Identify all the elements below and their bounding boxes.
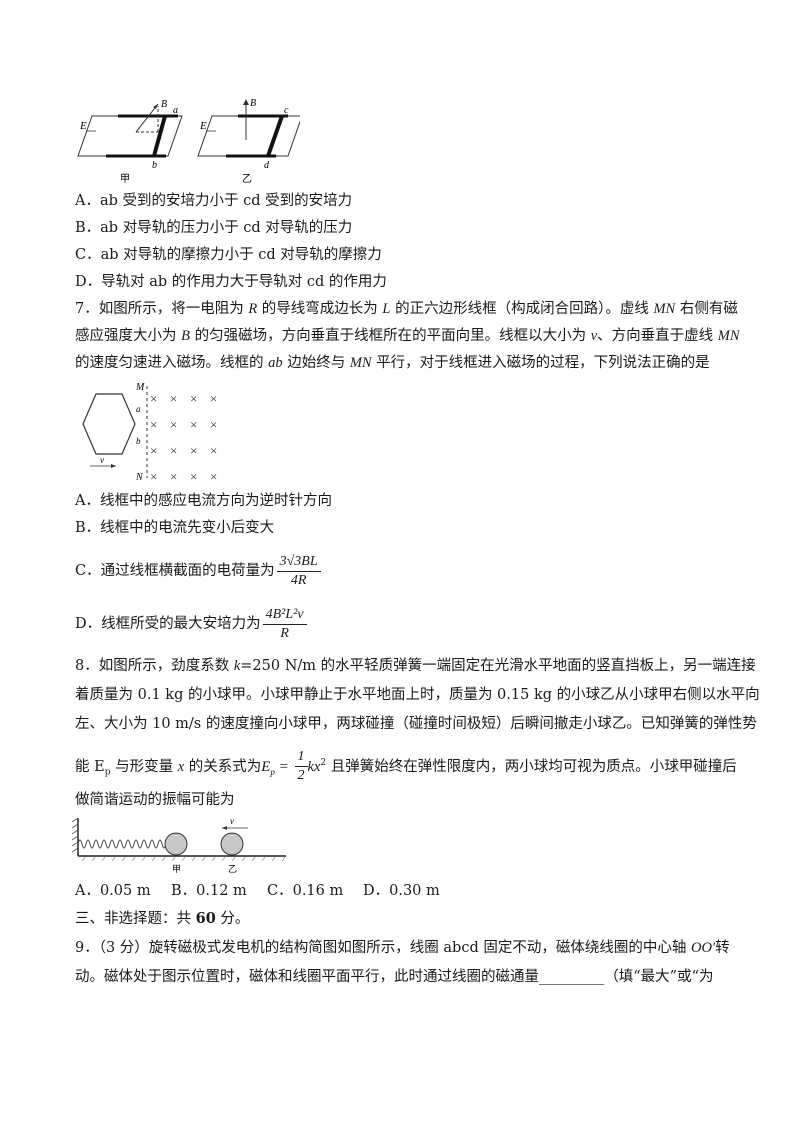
svg-text:×: × bbox=[150, 469, 157, 484]
label-B-right: B bbox=[250, 98, 256, 109]
q8-stem-line5: 做简谐运动的振幅可能为 bbox=[75, 792, 235, 808]
label-b: b bbox=[152, 160, 157, 171]
caption-jia: 甲 bbox=[120, 174, 130, 185]
svg-text:×: × bbox=[190, 469, 197, 484]
svg-text:×: × bbox=[210, 469, 217, 484]
q7-option-a: A．线框中的感应电流方向为逆时针方向 bbox=[75, 493, 332, 509]
label-E-right: E bbox=[199, 120, 207, 132]
q8-option-a: A．0.05 m bbox=[75, 883, 151, 899]
q8-option-c: C．0.16 m bbox=[267, 883, 344, 899]
q9-stem-line1: 9．（3 分）旋转磁极式发电机的结构简图如图所示，线圈 abcd 固定不动，磁体… bbox=[75, 940, 730, 956]
svg-text:×: × bbox=[170, 443, 177, 458]
label-M: M bbox=[135, 382, 145, 393]
elastic-energy-formula: Ep = bbox=[261, 758, 293, 777]
q6-figure: E B a b 甲 E B c d 乙 bbox=[77, 98, 300, 185]
spring bbox=[77, 839, 171, 849]
q8-options: A．0.05 m B．0.12 m C．0.16 m D．0.30 m bbox=[75, 882, 440, 900]
svg-text:×: × bbox=[150, 391, 157, 406]
ball-yi bbox=[220, 832, 244, 856]
label-jia: 甲 bbox=[172, 864, 181, 874]
svg-text:×: × bbox=[150, 417, 157, 432]
q6-option-b: B．ab 对导轨的压力小于 cd 对导轨的压力 bbox=[75, 220, 353, 236]
q6-option-c: C．ab 对导轨的摩擦力小于 cd 对导轨的摩擦力 bbox=[75, 247, 382, 263]
q7-stem-line3: 的速度匀速进入磁场。线框的 ab 边始终与 MN 平行，对于线框进入磁场的过程，… bbox=[75, 355, 710, 371]
label-v-ball: v bbox=[230, 816, 234, 826]
q8-stem-line3: 左、大小为 10 m/s 的速度撞向小球甲，两球碰撞（碰撞时间极短）后瞬间撤走小… bbox=[75, 716, 757, 732]
svg-text:×: × bbox=[190, 443, 197, 458]
label-yi: 乙 bbox=[228, 864, 237, 874]
q6-option-a: A．ab 受到的安培力小于 cd 受到的安培力 bbox=[75, 193, 353, 209]
svg-text:×: × bbox=[150, 443, 157, 458]
label-a-hex: a bbox=[136, 404, 141, 414]
svg-text:×: × bbox=[170, 391, 177, 406]
svg-text:×: × bbox=[190, 417, 197, 432]
svg-text:×: × bbox=[190, 391, 197, 406]
q9-stem-line2: 动。磁体处于图示位置时，磁体和线圈平面平行，此时通过线圈的磁通量________… bbox=[75, 969, 714, 985]
q8-option-d: D．0.30 m bbox=[363, 883, 440, 899]
q7-figure: M N a b v × × × × × × × × × × × × × × × × bbox=[82, 382, 217, 484]
label-a: a bbox=[173, 105, 178, 116]
label-c: c bbox=[284, 105, 289, 116]
svg-text:×: × bbox=[210, 417, 217, 432]
q8-stem-line1: 8．如图所示，劲度系数 k=250 N/m 的水平轻质弹簧一端固定在光滑水平地面… bbox=[75, 658, 756, 674]
section-3-heading: 三、非选择题：共 60 分。 bbox=[75, 910, 250, 927]
svg-text:×: × bbox=[210, 391, 217, 406]
svg-text:×: × bbox=[210, 443, 217, 458]
svg-text:×: × bbox=[170, 469, 177, 484]
q6-option-d: D．导轨对 ab 的作用力大于导轨对 cd 的作用力 bbox=[75, 274, 387, 290]
ball-jia bbox=[164, 832, 188, 856]
label-b-hex: b bbox=[136, 436, 141, 446]
q7-option-b: B．线框中的电流先变小后变大 bbox=[75, 520, 275, 536]
figure-jia: E B a b 甲 bbox=[77, 99, 183, 185]
q7-stem-line1: 7．如图所示，将一电阻为 R 的导线弯成边长为 L 的正六边形线框（构成闭合回路… bbox=[75, 301, 738, 317]
q8-figure: v 甲 乙 bbox=[72, 816, 287, 874]
hexagon-frame bbox=[82, 393, 136, 455]
label-v-hex: v bbox=[100, 455, 104, 465]
caption-yi: 乙 bbox=[242, 173, 252, 185]
q7-stem-line2: 感应强度大小为 B 的匀强磁场，方向垂直于线框所在的平面向里。线框以大小为 v、… bbox=[75, 328, 740, 344]
svg-text:×: × bbox=[170, 417, 177, 432]
q8-option-b: B．0.12 m bbox=[171, 883, 247, 899]
label-B-left: B bbox=[161, 99, 167, 110]
label-d: d bbox=[264, 160, 270, 171]
label-N: N bbox=[135, 472, 144, 483]
figure-yi: E B c d 乙 bbox=[197, 98, 300, 185]
label-E-left: E bbox=[79, 120, 87, 132]
magnetic-field-crosses: × × × × × × × × × × × × × × × × bbox=[150, 391, 217, 484]
q8-stem-line2: 着质量为 0.1 kg 的小球甲。小球甲静止于水平地面上时，质量为 0.15 k… bbox=[75, 687, 760, 703]
